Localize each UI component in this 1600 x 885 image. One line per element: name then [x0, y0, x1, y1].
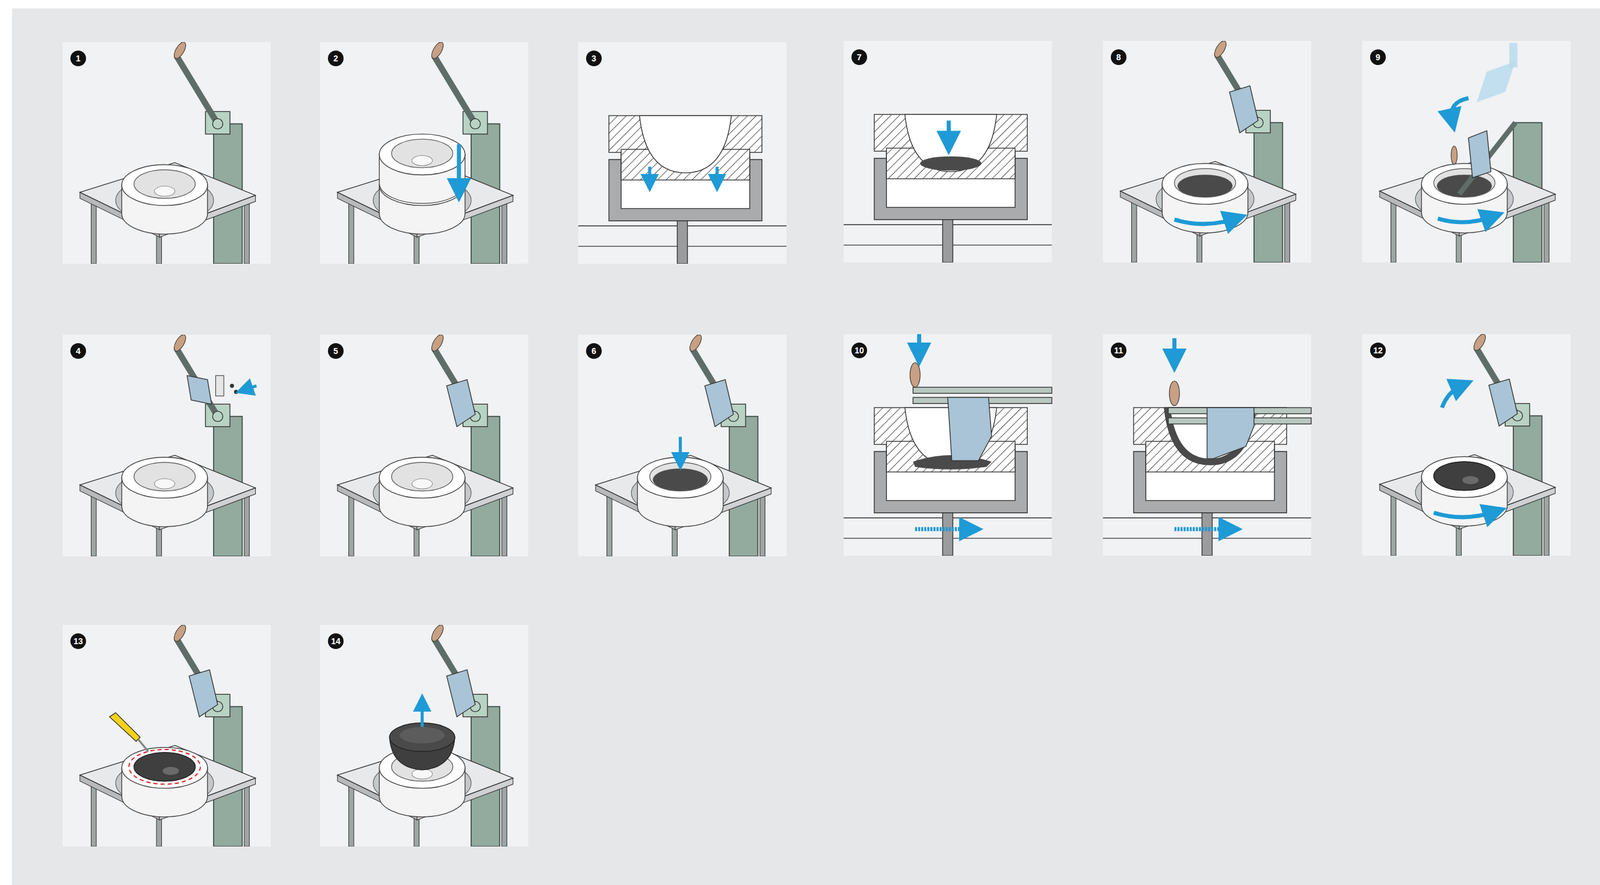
step-illustration: [843, 333, 1053, 556]
step-illustration: [1361, 333, 1572, 556]
callout-number: 9: [1370, 49, 1386, 65]
step-illustration: [577, 334, 788, 556]
callout-number: 8: [1110, 49, 1127, 65]
callout-number: 7: [851, 49, 868, 65]
callout-number: 11: [1110, 342, 1127, 359]
step-illustration: [1361, 40, 1572, 263]
callout-number: 2: [327, 50, 344, 67]
step-illustration: [843, 40, 1053, 263]
callout-number: 14: [327, 633, 344, 649]
step-illustration: [1102, 40, 1312, 263]
step-illustration: [319, 624, 529, 847]
step-illustration: [319, 42, 529, 264]
step-illustration: [61, 624, 272, 847]
step-illustration: [577, 42, 788, 264]
callout-number: 6: [586, 342, 602, 359]
callout-number: 4: [70, 342, 87, 359]
callout-number: 5: [327, 342, 344, 359]
callout-number: 12: [1370, 342, 1386, 359]
callout-number: 10: [851, 342, 868, 359]
step-illustration: [319, 334, 529, 556]
callout-number: 1: [70, 50, 87, 67]
callout-number: 3: [586, 50, 602, 67]
step-illustration: [61, 334, 272, 556]
callout-number: 13: [70, 633, 87, 649]
step-illustration: [61, 42, 272, 264]
step-illustration: [1102, 333, 1312, 556]
